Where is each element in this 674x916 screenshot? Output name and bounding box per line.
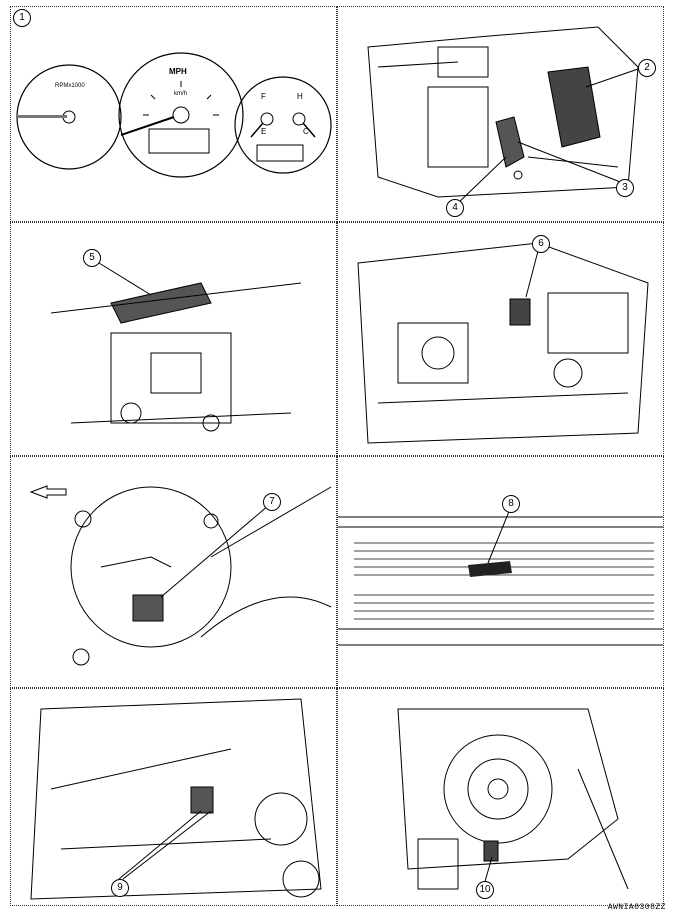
speed-unit: km/h [174,91,188,97]
panel-crank-pulley: 10 [337,688,664,906]
panel-ecm-area: 5 [10,222,337,456]
callout-10: 10 [476,881,494,899]
panel-instrument-cluster: 1 RPMx1000 MPH km/h F E H C [10,6,337,222]
callout-8: 8 [502,495,520,513]
engine-bay-drawing [367,26,639,206]
instrument-cluster-drawing [16,52,332,178]
callout-7: 7 [263,493,281,511]
crank-pulley-drawing [397,708,629,890]
callout-1: 1 [13,9,31,27]
panel-fuel-pump: 7 [10,456,337,688]
callout-5: 5 [83,249,101,267]
tach-label: RPMx1000 [55,83,85,89]
panel-engine-bay-top: 2 3 4 [337,6,664,222]
fuel-empty-label: E [261,127,267,136]
callout-4: 4 [446,199,464,217]
panel-engine-side: 9 [10,688,337,906]
callout-9: 9 [111,879,129,897]
engine-side-drawing [30,698,322,900]
ecm-area-drawing [50,262,302,432]
temp-cold-label: C [303,127,309,136]
arrow-left-icon [29,485,67,499]
figure-reference-code: AWNIA0308ZZ [607,903,666,912]
callout-6: 6 [532,235,550,253]
fuel-pump-drawing [29,485,332,666]
callout-2: 2 [638,59,656,77]
panel-grille: 8 [337,456,664,688]
temp-hot-label: H [297,92,303,101]
engine-top-drawing [357,242,649,444]
callout-3: 3 [616,179,634,197]
grille-drawing [338,508,663,646]
panel-engine-top: 6 [337,222,664,456]
fuel-full-label: F [261,92,266,101]
speed-label: MPH [169,67,187,76]
